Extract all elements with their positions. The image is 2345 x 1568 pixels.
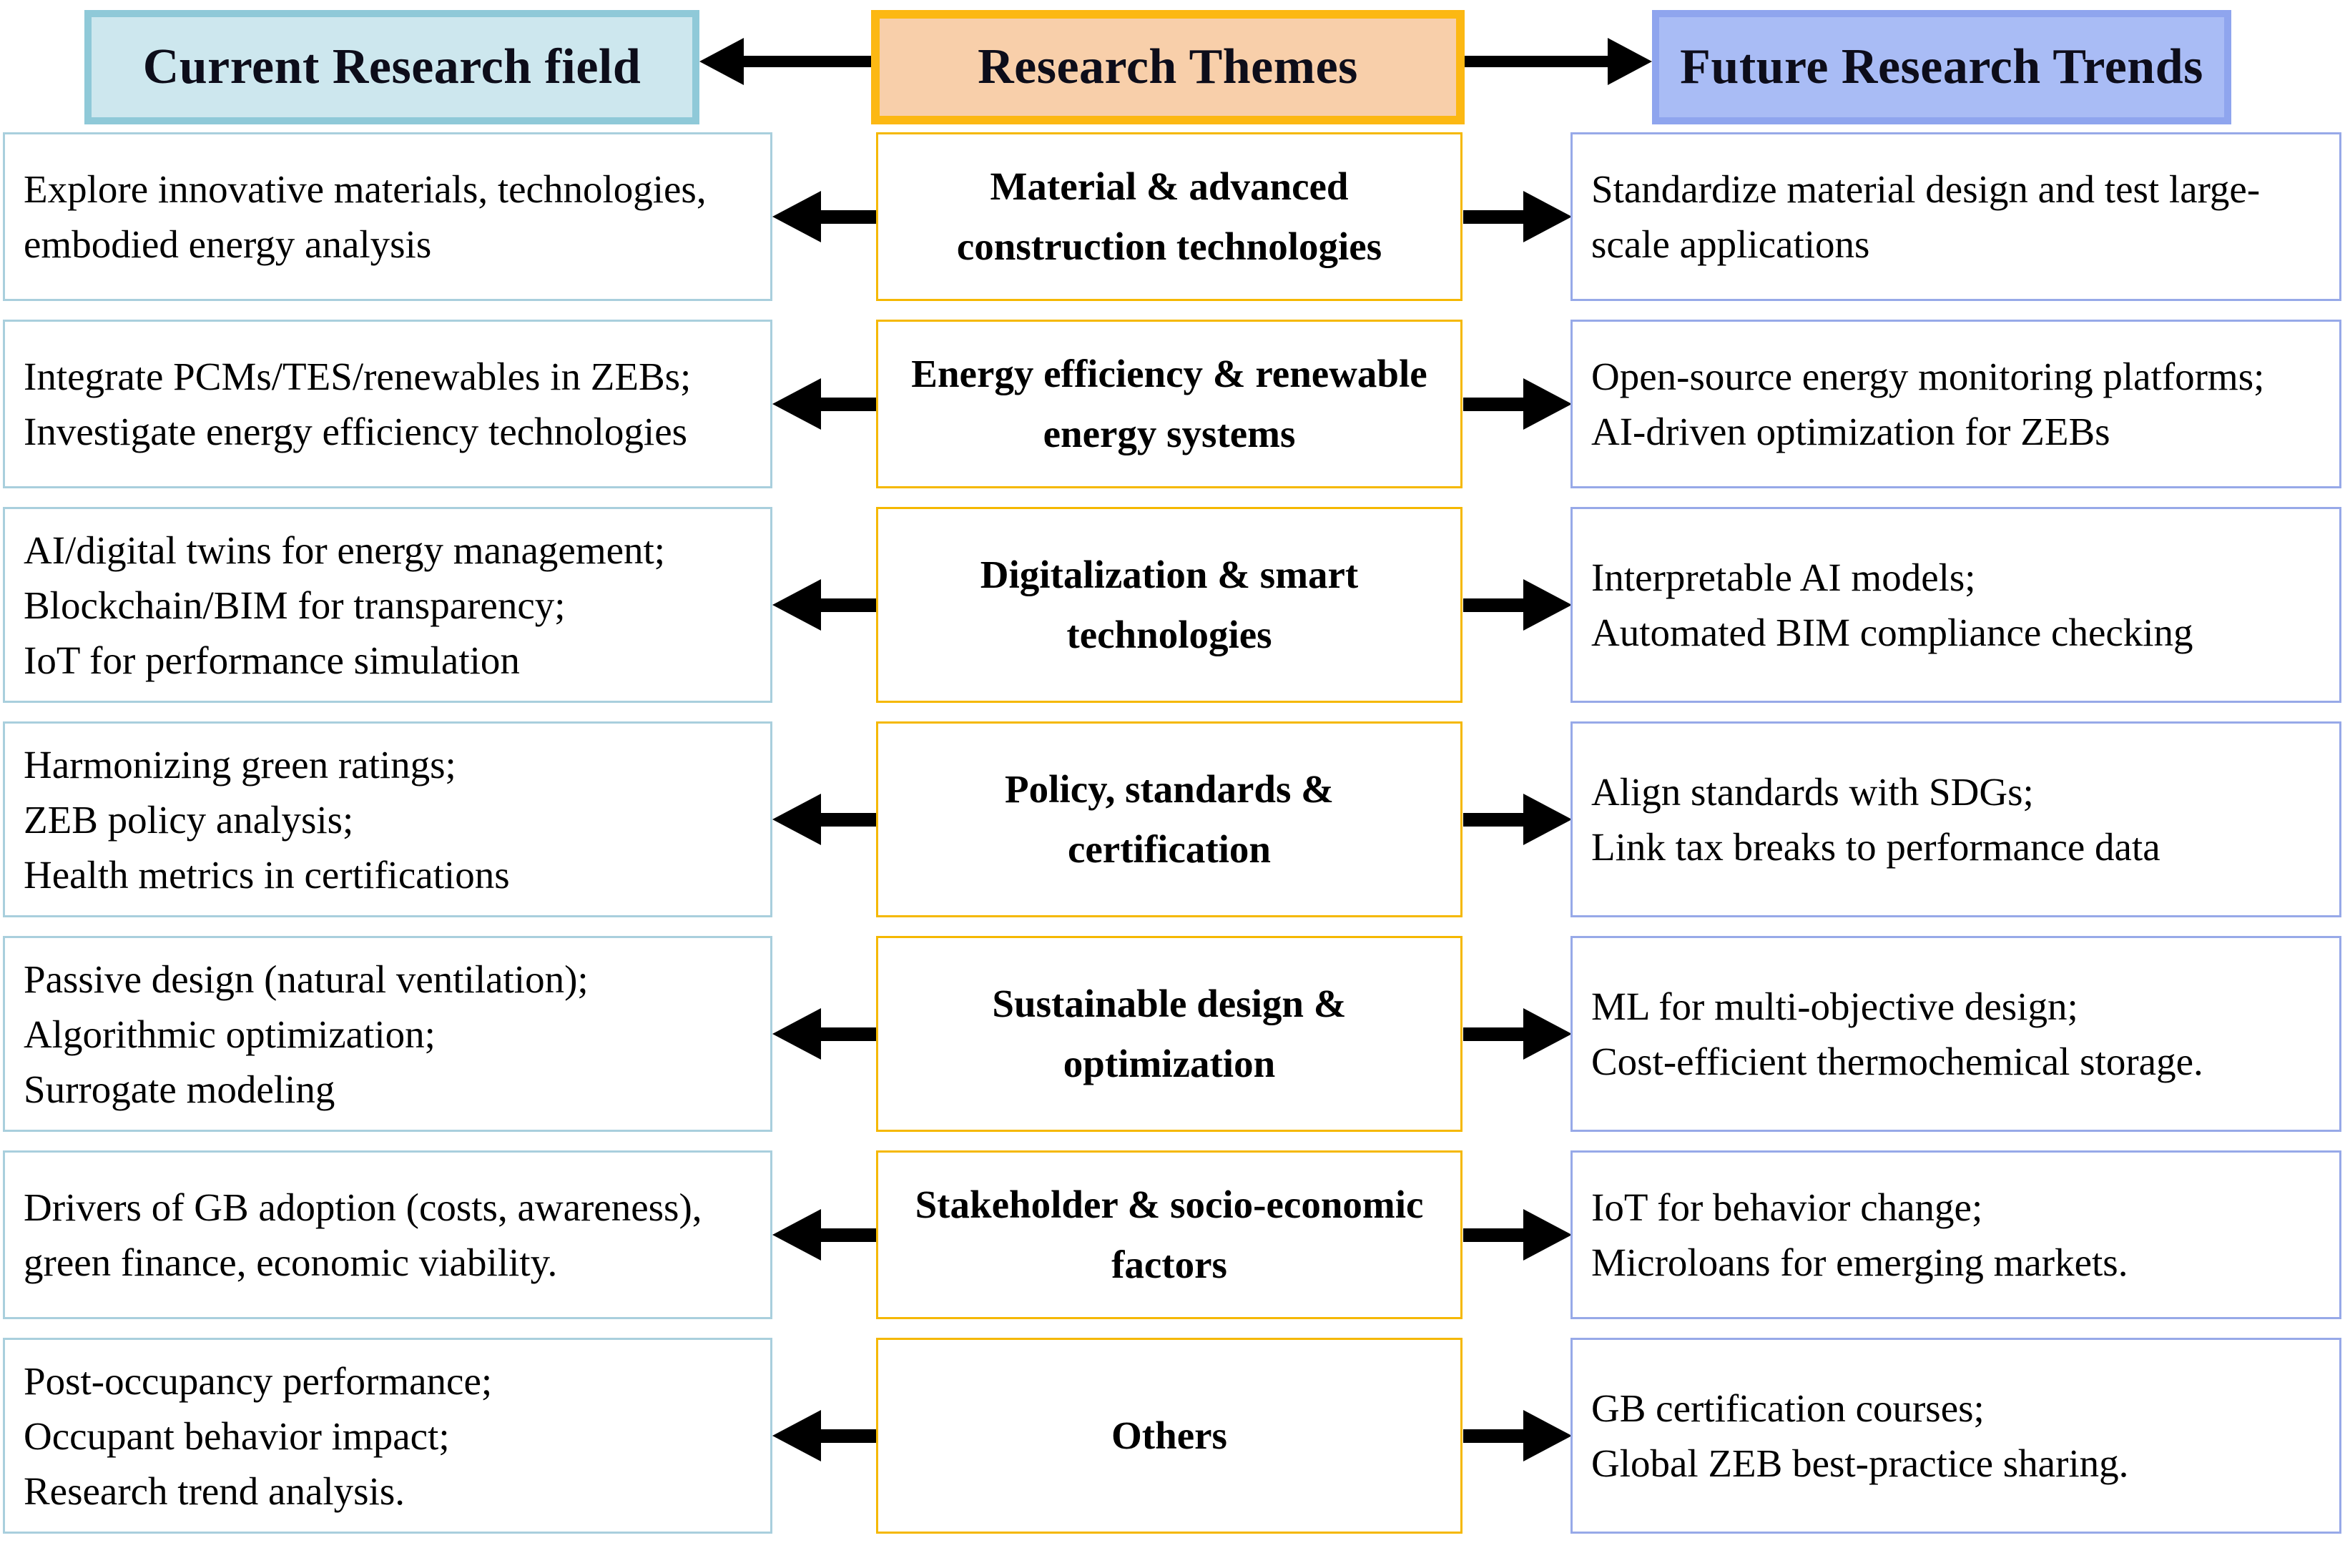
arrow-head-left-icon (772, 794, 821, 845)
arrow-head-right-icon (1523, 794, 1572, 845)
arrow-head-right-icon (1523, 1008, 1572, 1060)
header-research-themes[interactable]: Research Themes (871, 10, 1465, 124)
header-current-research-field-label: Current Research field (142, 39, 641, 94)
arrow-head-left-icon (772, 1410, 821, 1461)
research-theme-text: Policy, standards & certification (1005, 767, 1334, 871)
arrow-shaft (1463, 598, 1529, 612)
header-band: Current Research field Research Themes F… (0, 0, 2345, 132)
future-research-trend-cell[interactable]: ML for multi-objective design; Cost-effi… (1570, 936, 2341, 1132)
theme-row: Post-occupancy performance; Occupant beh… (0, 1338, 2345, 1534)
current-research-field-cell[interactable]: Integrate PCMs/TES/renewables in ZEBs; I… (3, 320, 772, 488)
arrow-head-left-icon (772, 378, 821, 430)
research-theme-text: Others (1111, 1414, 1227, 1458)
future-research-trend-cell[interactable]: Standardize material design and test lar… (1570, 132, 2341, 301)
current-research-field-cell[interactable]: Passive design (natural ventilation); Al… (3, 936, 772, 1132)
research-theme-text: Material & advanced construction technol… (956, 164, 1382, 268)
arrow-shaft (821, 398, 877, 411)
current-research-field-text: Integrate PCMs/TES/renewables in ZEBs; I… (24, 355, 692, 453)
research-theme-text: Sustainable design & optimization (992, 982, 1347, 1085)
arrow-shaft (1465, 56, 1608, 67)
current-research-field-text: Explore innovative materials, technologi… (24, 167, 707, 266)
arrow-head-right-icon (1523, 1410, 1572, 1461)
arrow-shaft (1463, 1027, 1529, 1041)
research-theme-text: Stakeholder & socio-economic factors (915, 1183, 1424, 1286)
arrow-shaft (1463, 398, 1529, 411)
arrow-shaft (821, 210, 877, 224)
future-research-trend-text: Interpretable AI models; Automated BIM c… (1591, 556, 2193, 654)
current-research-field-cell[interactable]: AI/digital twins for energy management; … (3, 507, 772, 703)
future-research-trend-text: Standardize material design and test lar… (1591, 167, 2261, 266)
current-research-field-text: Drivers of GB adoption (costs, awareness… (24, 1185, 702, 1284)
current-research-field-cell[interactable]: Harmonizing green ratings; ZEB policy an… (3, 721, 772, 917)
arrow-head-right-icon (1523, 1209, 1572, 1261)
theme-row: Integrate PCMs/TES/renewables in ZEBs; I… (0, 320, 2345, 488)
future-research-trend-text: GB certification courses; Global ZEB bes… (1591, 1386, 2129, 1485)
header-research-themes-label: Research Themes (978, 39, 1358, 94)
arrow-head-left-icon (699, 38, 744, 85)
arrow-head-left-icon (772, 191, 821, 242)
theme-row: AI/digital twins for energy management; … (0, 507, 2345, 703)
current-research-field-cell[interactable]: Explore innovative materials, technologi… (3, 132, 772, 301)
current-research-field-cell[interactable]: Drivers of GB adoption (costs, awareness… (3, 1150, 772, 1319)
arrow-shaft (744, 56, 871, 67)
arrow-shaft (821, 1228, 877, 1242)
future-research-trend-cell[interactable]: GB certification courses; Global ZEB bes… (1570, 1338, 2341, 1534)
research-theme-cell[interactable]: Others (876, 1338, 1462, 1534)
future-research-trend-text: IoT for behavior change; Microloans for … (1591, 1185, 2128, 1284)
arrow-head-right-icon (1523, 579, 1572, 631)
future-research-trend-cell[interactable]: Align standards with SDGs; Link tax brea… (1570, 721, 2341, 917)
arrow-head-left-icon (772, 1008, 821, 1060)
current-research-field-text: Passive design (natural ventilation); Al… (24, 957, 589, 1111)
arrow-head-right-icon (1608, 38, 1652, 85)
future-research-trend-text: ML for multi-objective design; Cost-effi… (1591, 985, 2203, 1083)
theme-row: Drivers of GB adoption (costs, awareness… (0, 1150, 2345, 1319)
header-future-research-trends-label: Future Research Trends (1680, 39, 2203, 94)
research-theme-text: Energy efficiency & renewable energy sys… (911, 352, 1427, 455)
arrow-head-left-icon (772, 1209, 821, 1261)
research-theme-cell[interactable]: Sustainable design & optimization (876, 936, 1462, 1132)
research-theme-text: Digitalization & smart technologies (980, 553, 1359, 656)
current-research-field-text: Post-occupancy performance; Occupant beh… (24, 1359, 493, 1513)
future-research-trend-cell[interactable]: IoT for behavior change; Microloans for … (1570, 1150, 2341, 1319)
research-theme-cell[interactable]: Stakeholder & socio-economic factors (876, 1150, 1462, 1319)
theme-row: Harmonizing green ratings; ZEB policy an… (0, 721, 2345, 917)
current-research-field-cell[interactable]: Post-occupancy performance; Occupant beh… (3, 1338, 772, 1534)
current-research-field-text: AI/digital twins for energy management; … (24, 528, 666, 682)
future-research-trend-text: Open-source energy monitoring platforms;… (1591, 355, 2265, 453)
future-research-trend-text: Align standards with SDGs; Link tax brea… (1591, 770, 2160, 869)
arrow-shaft (821, 813, 877, 827)
arrow-shaft (1463, 813, 1529, 827)
arrow-shaft (821, 1027, 877, 1041)
research-theme-cell[interactable]: Digitalization & smart technologies (876, 507, 1462, 703)
research-theme-cell[interactable]: Energy efficiency & renewable energy sys… (876, 320, 1462, 488)
future-research-trend-cell[interactable]: Interpretable AI models; Automated BIM c… (1570, 507, 2341, 703)
arrow-shaft (1463, 210, 1529, 224)
arrow-shaft (1463, 1228, 1529, 1242)
arrow-shaft (821, 1429, 877, 1443)
theme-rows: Explore innovative materials, technologi… (0, 132, 2345, 1534)
arrow-head-right-icon (1523, 378, 1572, 430)
header-current-research-field[interactable]: Current Research field (84, 10, 699, 124)
research-theme-cell[interactable]: Policy, standards & certification (876, 721, 1462, 917)
arrow-shaft (1463, 1429, 1529, 1443)
future-research-trend-cell[interactable]: Open-source energy monitoring platforms;… (1570, 320, 2341, 488)
arrow-head-left-icon (772, 579, 821, 631)
current-research-field-text: Harmonizing green ratings; ZEB policy an… (24, 742, 510, 897)
arrow-head-right-icon (1523, 191, 1572, 242)
theme-row: Explore innovative materials, technologi… (0, 132, 2345, 301)
theme-row: Passive design (natural ventilation); Al… (0, 936, 2345, 1132)
arrow-shaft (821, 598, 877, 612)
research-theme-cell[interactable]: Material & advanced construction technol… (876, 132, 1462, 301)
header-future-research-trends[interactable]: Future Research Trends (1652, 10, 2231, 124)
